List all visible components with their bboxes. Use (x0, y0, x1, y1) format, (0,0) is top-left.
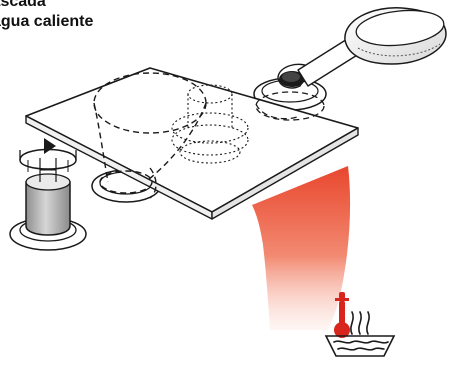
lever-cartridge (10, 158, 86, 250)
hand-shower-icon (278, 6, 446, 87)
thermometer-icon (334, 292, 350, 338)
hot-water-cascade-icon (252, 166, 350, 330)
